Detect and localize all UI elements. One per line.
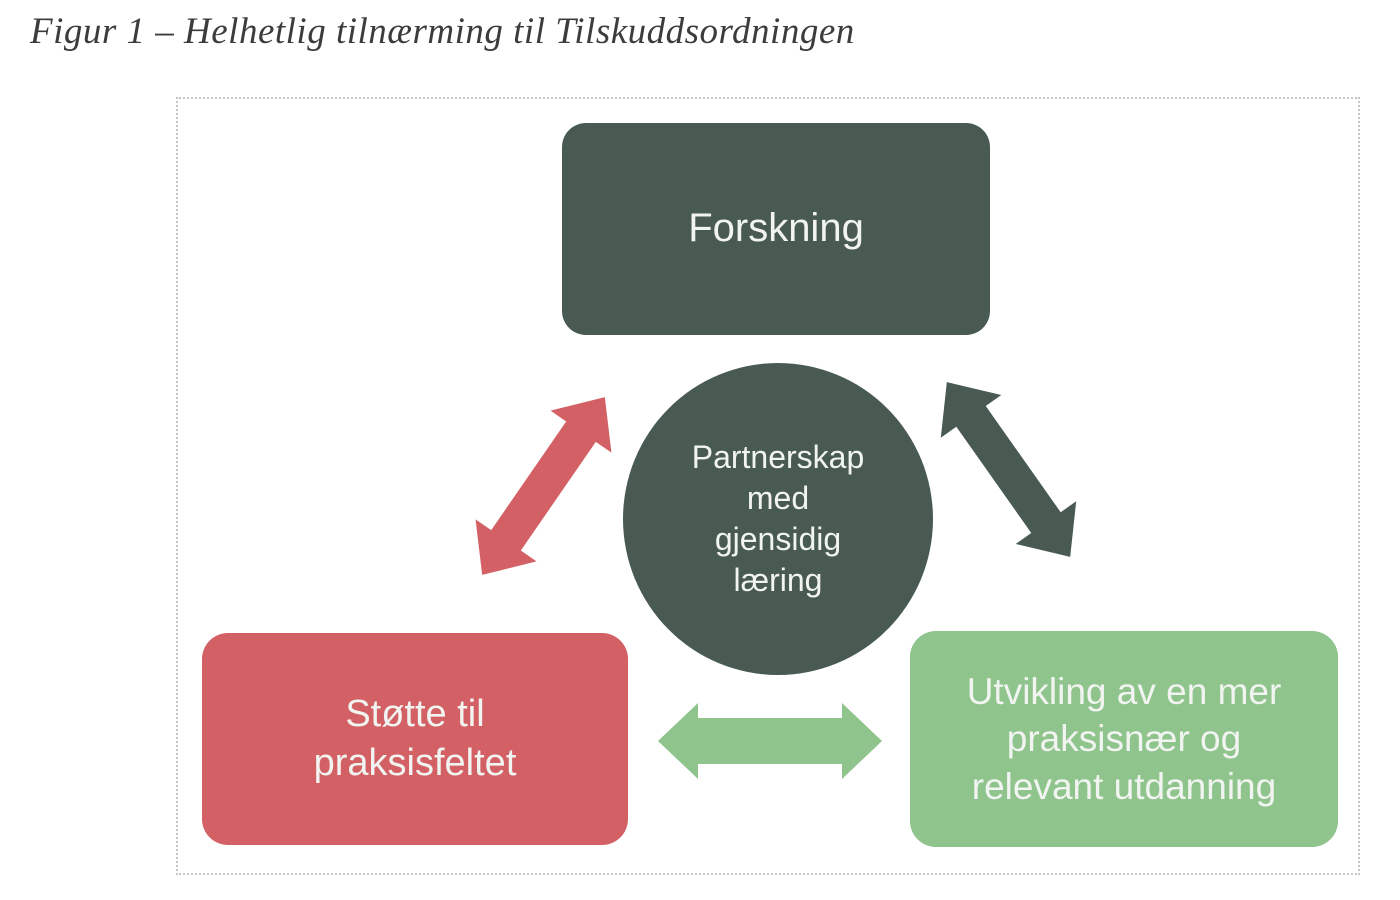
figure-caption: Figur 1 – Helhetlig tilnærming til Tilsk… bbox=[30, 11, 855, 52]
node-forskning-label: Forskning bbox=[688, 206, 864, 251]
node-partnerskap-label: Partnerskap med gjensidig læring bbox=[691, 439, 865, 598]
node-utvikling: Utvikling av en mer praksisnær og releva… bbox=[910, 631, 1338, 847]
node-stotte-label: Støtte til praksisfeltet bbox=[313, 693, 517, 784]
node-utvikling-label: Utvikling av en mer praksisnær og releva… bbox=[966, 670, 1282, 807]
diagram-dotted-frame bbox=[176, 97, 1360, 875]
node-forskning: Forskning bbox=[562, 123, 990, 335]
node-partnerskap-circle: Partnerskap med gjensidig læring bbox=[623, 363, 933, 675]
node-stotte: Støtte til praksisfeltet bbox=[202, 633, 628, 845]
